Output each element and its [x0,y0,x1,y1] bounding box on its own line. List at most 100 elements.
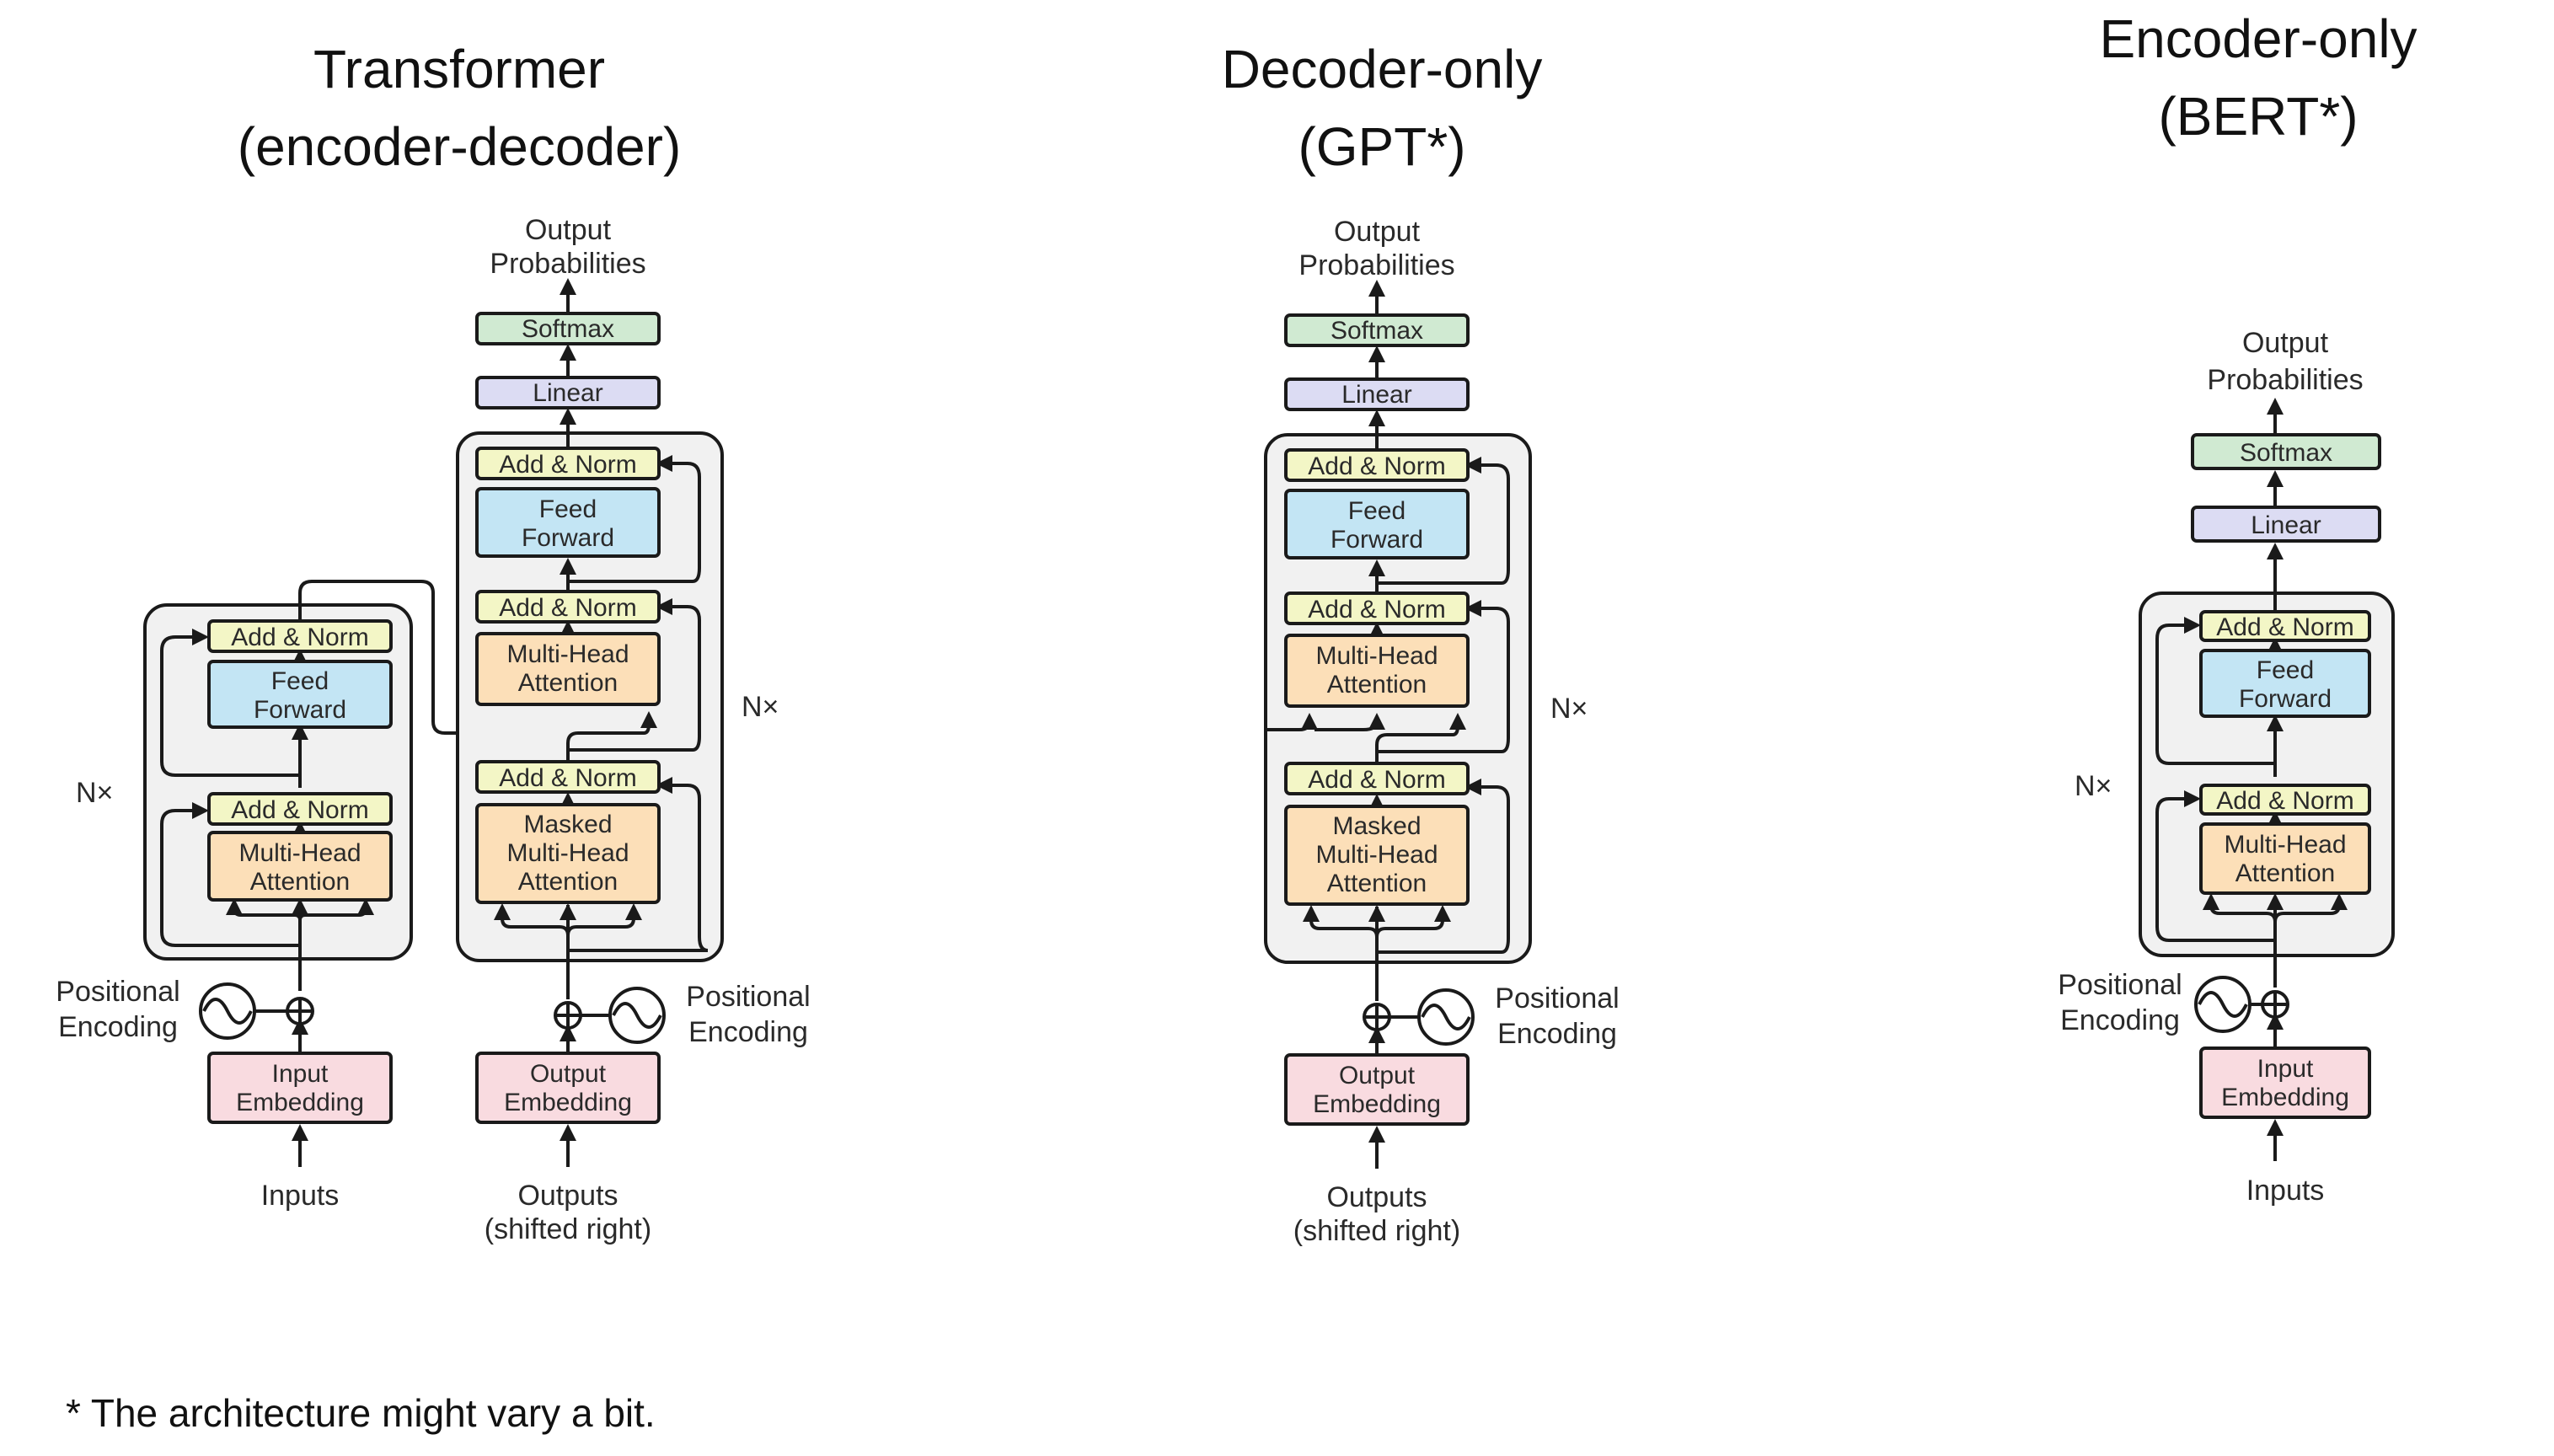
linear-label: Linear [1341,381,1411,409]
linear-label: Linear [2251,511,2321,539]
input-embedding [2199,1046,2371,1119]
encoder-add-norm-top [2199,610,2371,642]
positional-encoding-icon [1417,988,1475,1046]
masked-attention-label: Masked [523,811,612,838]
encoder-ff-label: Feed [2257,656,2314,684]
decoder-nx-label: N× [1550,693,1588,725]
input-embedding-label: Embedding [2221,1084,2349,1111]
linear-label: Linear [533,379,602,407]
encoder-inputs-label: Inputs [261,1180,340,1212]
decoder-nx-label: N× [742,691,779,723]
encoder-pos-enc-label: Positional [2058,969,2182,1001]
decoder-mha-label: Attention [1327,671,1427,699]
output-embedding [475,1052,661,1124]
decoder-mha-label: Multi-Head [506,640,629,668]
decoder-ff-label: Feed [539,495,597,523]
softmax-label: Softmax [522,315,614,343]
encoder-mha-label: Attention [250,868,350,896]
decoder-add-norm-2 [475,590,661,624]
decoder-add-norm-2 [1284,592,1470,625]
decoder-add-norm-3-label: Add & Norm [1308,766,1445,794]
panel-title-encoder-only: Encoder-only (BERT*) [2039,0,2477,155]
decoder-add-norm-1 [1284,448,1470,482]
panel-title-decoder-only: Decoder-only (GPT*) [1163,30,1601,185]
encoder-add-norm-bottom-label: Add & Norm [231,796,368,824]
encoder-pos-enc-label: Positional [56,976,179,1008]
decoder-ff-label: Forward [522,524,614,552]
softmax-label: Softmax [2240,439,2332,467]
encoder-ff-label: Feed [271,667,329,695]
input-embedding-label: Embedding [236,1089,364,1116]
decoder-pos-enc-label: Positional [686,981,810,1013]
decoder-add-norm-1-label: Add & Norm [1308,452,1445,480]
encoder-mha-label: Attention [2235,859,2335,887]
encoder-output-label: Output [2242,327,2329,359]
title-line: (GPT*) [1298,116,1466,177]
encoder-add-norm-top [207,619,393,653]
encoder-add-norm-top-label: Add & Norm [2216,613,2353,641]
softmax-block [1284,313,1470,347]
decoder-add-norm-3-label: Add & Norm [499,764,636,792]
decoder-output-label: Output [1334,216,1421,248]
linear-block [475,376,661,410]
decoder-ff-label: Forward [1331,526,1423,554]
decoder-outputs-label: Outputs [1326,1181,1427,1213]
decoder-feed-forward [475,487,661,558]
decoder-ff-label: Feed [1348,497,1406,525]
title-line: Transformer [313,39,606,99]
positional-encoding-icon [608,987,666,1044]
encoder-add-norm-bottom-label: Add & Norm [2216,787,2353,815]
title-line: Encoder-only [2099,8,2417,69]
softmax-block [2191,433,2381,470]
encoder-nx-label: N× [76,777,113,809]
encoder-pos-enc-label: Encoding [2060,1004,2180,1036]
decoder-outputs-label: Outputs [517,1180,618,1212]
decoder-pos-enc-label: Encoding [688,1016,808,1048]
encoder-add-norm-bottom [2199,784,2371,816]
output-embedding [1284,1053,1470,1126]
encoder-stack-box [143,603,413,961]
output-embedding-label: Embedding [504,1089,632,1116]
gpt-decoder: Output Probabilities Softmax Linear Add … [1264,216,1620,1247]
decoder-add-norm-1-label: Add & Norm [499,451,636,479]
decoder-output-label: Probabilities [490,248,645,280]
masked-attention-label: Attention [1327,870,1427,897]
encoder-ff-label: Forward [254,696,346,724]
bert-encoder: Output Probabilities Softmax Linear Add … [2058,327,2395,1207]
panel-title-transformer: Transformer (encoder-decoder) [215,30,704,185]
transformer-encoder: Add & Norm Feed Forward Add & Norm Multi… [56,580,590,1212]
transformer-decoder: Output Probabilities Softmax Linear Add … [456,214,811,1245]
decoder-outputs-label: (shifted right) [485,1213,651,1245]
decoder-mha-label: Attention [518,669,618,697]
decoder-pos-enc-label: Positional [1495,982,1619,1014]
input-embedding [207,1052,393,1124]
decoder-multi-head-attention [475,632,661,706]
decoder-add-norm-2-label: Add & Norm [1308,596,1445,624]
decoder-add-norm-1 [475,447,661,480]
output-embedding-label: Output [1339,1062,1416,1089]
decoder-add-norm-2-label: Add & Norm [499,594,636,622]
encoder-mha-label: Multi-Head [2224,831,2346,859]
masked-attention-label: Multi-Head [506,839,629,867]
decoder-multi-head-attention [1284,634,1470,708]
encoder-output-label: Probabilities [2207,364,2363,396]
encoder-add-norm-bottom [207,792,393,826]
output-embedding-label: Embedding [1313,1090,1441,1118]
softmax-label: Softmax [1331,317,1423,345]
decoder-mha-label: Multi-Head [1315,642,1438,670]
encoder-feed-forward [2199,649,2371,718]
input-embedding-label: Input [272,1060,329,1088]
decoder-output-label: Output [525,214,612,246]
softmax-block [475,312,661,345]
encoder-ff-label: Forward [2239,685,2332,713]
decoder-feed-forward [1284,489,1470,559]
linear-block [2191,506,2381,543]
encoder-inputs-label: Inputs [2246,1175,2325,1207]
encoder-stack-box [2139,592,2395,957]
decoder-pos-enc-label: Encoding [1497,1018,1617,1050]
encoder-multi-head-attention [2199,822,2371,895]
title-line: Decoder-only [1221,39,1543,99]
encoder-feed-forward [207,660,393,729]
title-line: (BERT*) [2158,86,2359,147]
